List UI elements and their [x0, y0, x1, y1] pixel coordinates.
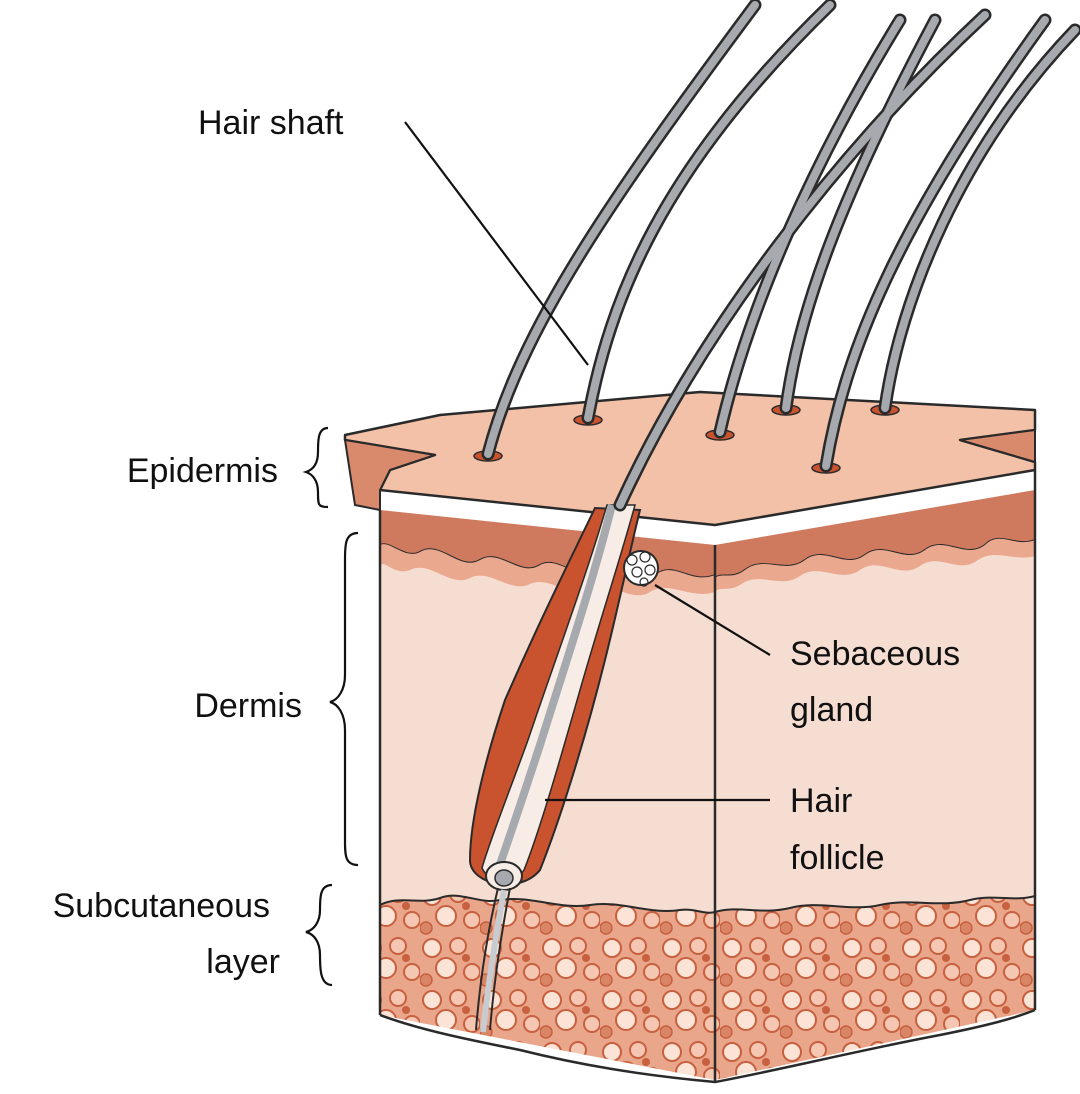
- label-subcutaneous-line1: Subcutaneous: [52, 887, 270, 925]
- label-subcutaneous-line2: layer: [206, 943, 280, 981]
- sebaceous-gland: [623, 550, 659, 587]
- leader-lines: [404, 121, 771, 802]
- label-sebaceous-line1: Sebaceous: [790, 635, 961, 673]
- label-dermis: Dermis: [194, 687, 302, 725]
- label-follicle-line2: follicle: [790, 839, 885, 877]
- right-face: [715, 490, 1035, 1080]
- hair-follicle: [468, 504, 642, 1033]
- skin-surface: [343, 390, 1037, 527]
- hair-shafts: [473, 0, 1080, 512]
- label-hair-shaft: Hair shaft: [198, 104, 344, 142]
- label-follicle-line1: Hair: [790, 782, 853, 820]
- label-epidermis: Epidermis: [126, 452, 278, 490]
- brackets: [302, 426, 359, 987]
- label-sebaceous-line2: gland: [790, 691, 874, 729]
